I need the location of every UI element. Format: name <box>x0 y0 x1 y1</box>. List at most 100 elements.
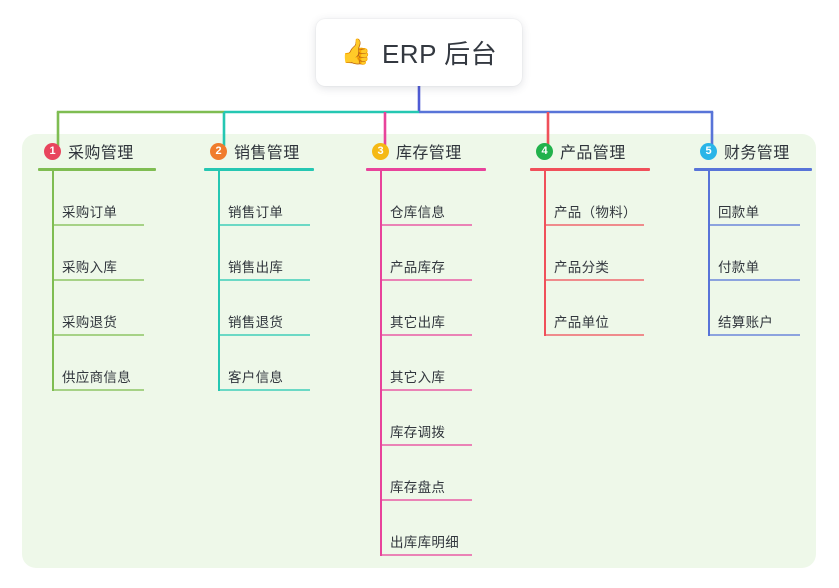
branch-items-5: 回款单付款单结算账户 <box>686 171 826 336</box>
branch-underline-2 <box>204 168 314 171</box>
branch-spine-2 <box>218 171 220 391</box>
branch-item-underline <box>380 279 472 281</box>
branch-header-2[interactable]: 2 销售管理 <box>196 134 346 168</box>
branch-item-label: 供应商信息 <box>62 370 131 385</box>
branch-item-underline <box>380 499 472 501</box>
branch-item-label: 其它入库 <box>390 370 446 385</box>
branch-item[interactable]: 客户信息 <box>196 336 346 391</box>
branch-item-underline <box>708 334 800 336</box>
branch-item-label: 采购订单 <box>62 205 118 220</box>
branch-title-3: 库存管理 <box>396 145 462 162</box>
branch-header-1[interactable]: 1 采购管理 <box>30 134 180 168</box>
branch-item[interactable]: 采购退货 <box>30 281 180 336</box>
branch-item-underline <box>708 279 800 281</box>
branch-item-label: 采购退货 <box>62 315 118 330</box>
branch-header-4[interactable]: 4 产品管理 <box>522 134 672 168</box>
branch-title-4: 产品管理 <box>560 145 626 162</box>
branch-item-underline <box>708 224 800 226</box>
branch-item[interactable]: 其它出库 <box>358 281 508 336</box>
branch-spine-1 <box>52 171 54 391</box>
branch-title-2: 销售管理 <box>234 145 300 162</box>
branch-items-1: 采购订单采购入库采购退货供应商信息 <box>30 171 180 391</box>
branch-item-underline <box>544 224 644 226</box>
branch-item-underline <box>52 334 144 336</box>
branch-spine-5 <box>708 171 710 336</box>
branch-item[interactable]: 其它入库 <box>358 336 508 391</box>
branch-item-label: 销售出库 <box>228 260 284 275</box>
branch-item-label: 销售订单 <box>228 205 284 220</box>
branch-item-label: 客户信息 <box>228 370 284 385</box>
branch-item[interactable]: 采购入库 <box>30 226 180 281</box>
branch-item-label: 产品（物料） <box>554 205 637 220</box>
branch-item-underline <box>218 389 310 391</box>
branch-items-4: 产品（物料） 产品分类产品单位 <box>522 171 672 336</box>
branch-item-underline <box>544 279 644 281</box>
branch-item-underline <box>218 279 310 281</box>
branch-item-underline <box>52 224 144 226</box>
branch-item-label: 采购入库 <box>62 260 118 275</box>
branch-header-5[interactable]: 5 财务管理 <box>686 134 826 168</box>
branch-column-4: 4 产品管理产品（物料） 产品分类产品单位 <box>522 134 672 336</box>
branch-underline-3 <box>366 168 486 171</box>
branch-title-1: 采购管理 <box>68 145 134 162</box>
branch-item[interactable]: 销售订单 <box>196 171 346 226</box>
branch-item[interactable]: 产品分类 <box>522 226 672 281</box>
branch-item-underline <box>380 224 472 226</box>
branch-item[interactable]: 采购订单 <box>30 171 180 226</box>
branch-item[interactable]: 出库库明细 <box>358 501 508 556</box>
branch-badge-5: 5 <box>700 142 717 160</box>
root-node[interactable]: 👍 ERP 后台 <box>316 19 522 86</box>
branch-item-underline <box>380 554 472 556</box>
branch-item-label: 回款单 <box>718 205 760 220</box>
branch-item[interactable]: 回款单 <box>686 171 826 226</box>
branch-item-underline <box>380 444 472 446</box>
branch-item[interactable]: 产品（物料） <box>522 171 672 226</box>
branch-column-3: 3 库存管理仓库信息产品库存其它出库其它入库库存调拨库存盘点出库库明细 <box>358 134 508 556</box>
branch-underline-1 <box>38 168 156 171</box>
branch-item-underline <box>218 224 310 226</box>
branch-item-label: 其它出库 <box>390 315 446 330</box>
branch-column-5: 5 财务管理回款单付款单结算账户 <box>686 134 826 336</box>
branch-item[interactable]: 销售退货 <box>196 281 346 336</box>
branch-item-label: 产品分类 <box>554 260 610 275</box>
branch-item-underline <box>52 389 144 391</box>
branch-item-label: 库存盘点 <box>390 480 446 495</box>
root-node-title: ERP 后台 <box>381 39 498 69</box>
branch-title-5: 财务管理 <box>724 145 790 162</box>
branch-item-label: 付款单 <box>718 260 760 275</box>
thumbs-up-icon: 👍 <box>340 38 372 66</box>
branch-item-label: 结算账户 <box>718 315 774 330</box>
branch-underline-5 <box>694 168 812 171</box>
branch-item-label: 产品库存 <box>390 260 446 275</box>
branch-badge-1: 1 <box>44 142 61 160</box>
branch-badge-4: 4 <box>536 142 553 160</box>
branch-item-label: 销售退货 <box>228 315 284 330</box>
branch-item-label: 仓库信息 <box>390 205 446 220</box>
branches-panel <box>22 134 816 568</box>
branch-badge-2: 2 <box>210 142 227 160</box>
branch-column-1: 1 采购管理采购订单采购入库采购退货供应商信息 <box>30 134 180 391</box>
branch-column-2: 2 销售管理销售订单销售出库销售退货客户信息 <box>196 134 346 391</box>
branch-item-label: 产品单位 <box>554 315 610 330</box>
branch-item-underline <box>544 334 644 336</box>
branch-item[interactable]: 库存调拨 <box>358 391 508 446</box>
branch-item[interactable]: 产品库存 <box>358 226 508 281</box>
branch-items-3: 仓库信息产品库存其它出库其它入库库存调拨库存盘点出库库明细 <box>358 171 508 556</box>
branch-header-3[interactable]: 3 库存管理 <box>358 134 508 168</box>
branch-item[interactable]: 结算账户 <box>686 281 826 336</box>
branch-item-underline <box>380 334 472 336</box>
branch-item-label: 出库库明细 <box>390 535 459 550</box>
branch-item[interactable]: 付款单 <box>686 226 826 281</box>
branch-badge-3: 3 <box>372 142 389 160</box>
branch-item[interactable]: 仓库信息 <box>358 171 508 226</box>
branch-item-label: 库存调拨 <box>390 425 446 440</box>
branch-item[interactable]: 销售出库 <box>196 226 346 281</box>
branch-columns: 1 采购管理采购订单采购入库采购退货供应商信息 2 销售管理销售订单销售出库销售退货客… <box>0 134 839 568</box>
root-node-content: 👍 ERP 后台 <box>341 34 497 71</box>
branch-item-underline <box>380 389 472 391</box>
branch-items-2: 销售订单销售出库销售退货客户信息 <box>196 171 346 391</box>
branch-item[interactable]: 库存盘点 <box>358 446 508 501</box>
branch-item[interactable]: 供应商信息 <box>30 336 180 391</box>
branch-item[interactable]: 产品单位 <box>522 281 672 336</box>
